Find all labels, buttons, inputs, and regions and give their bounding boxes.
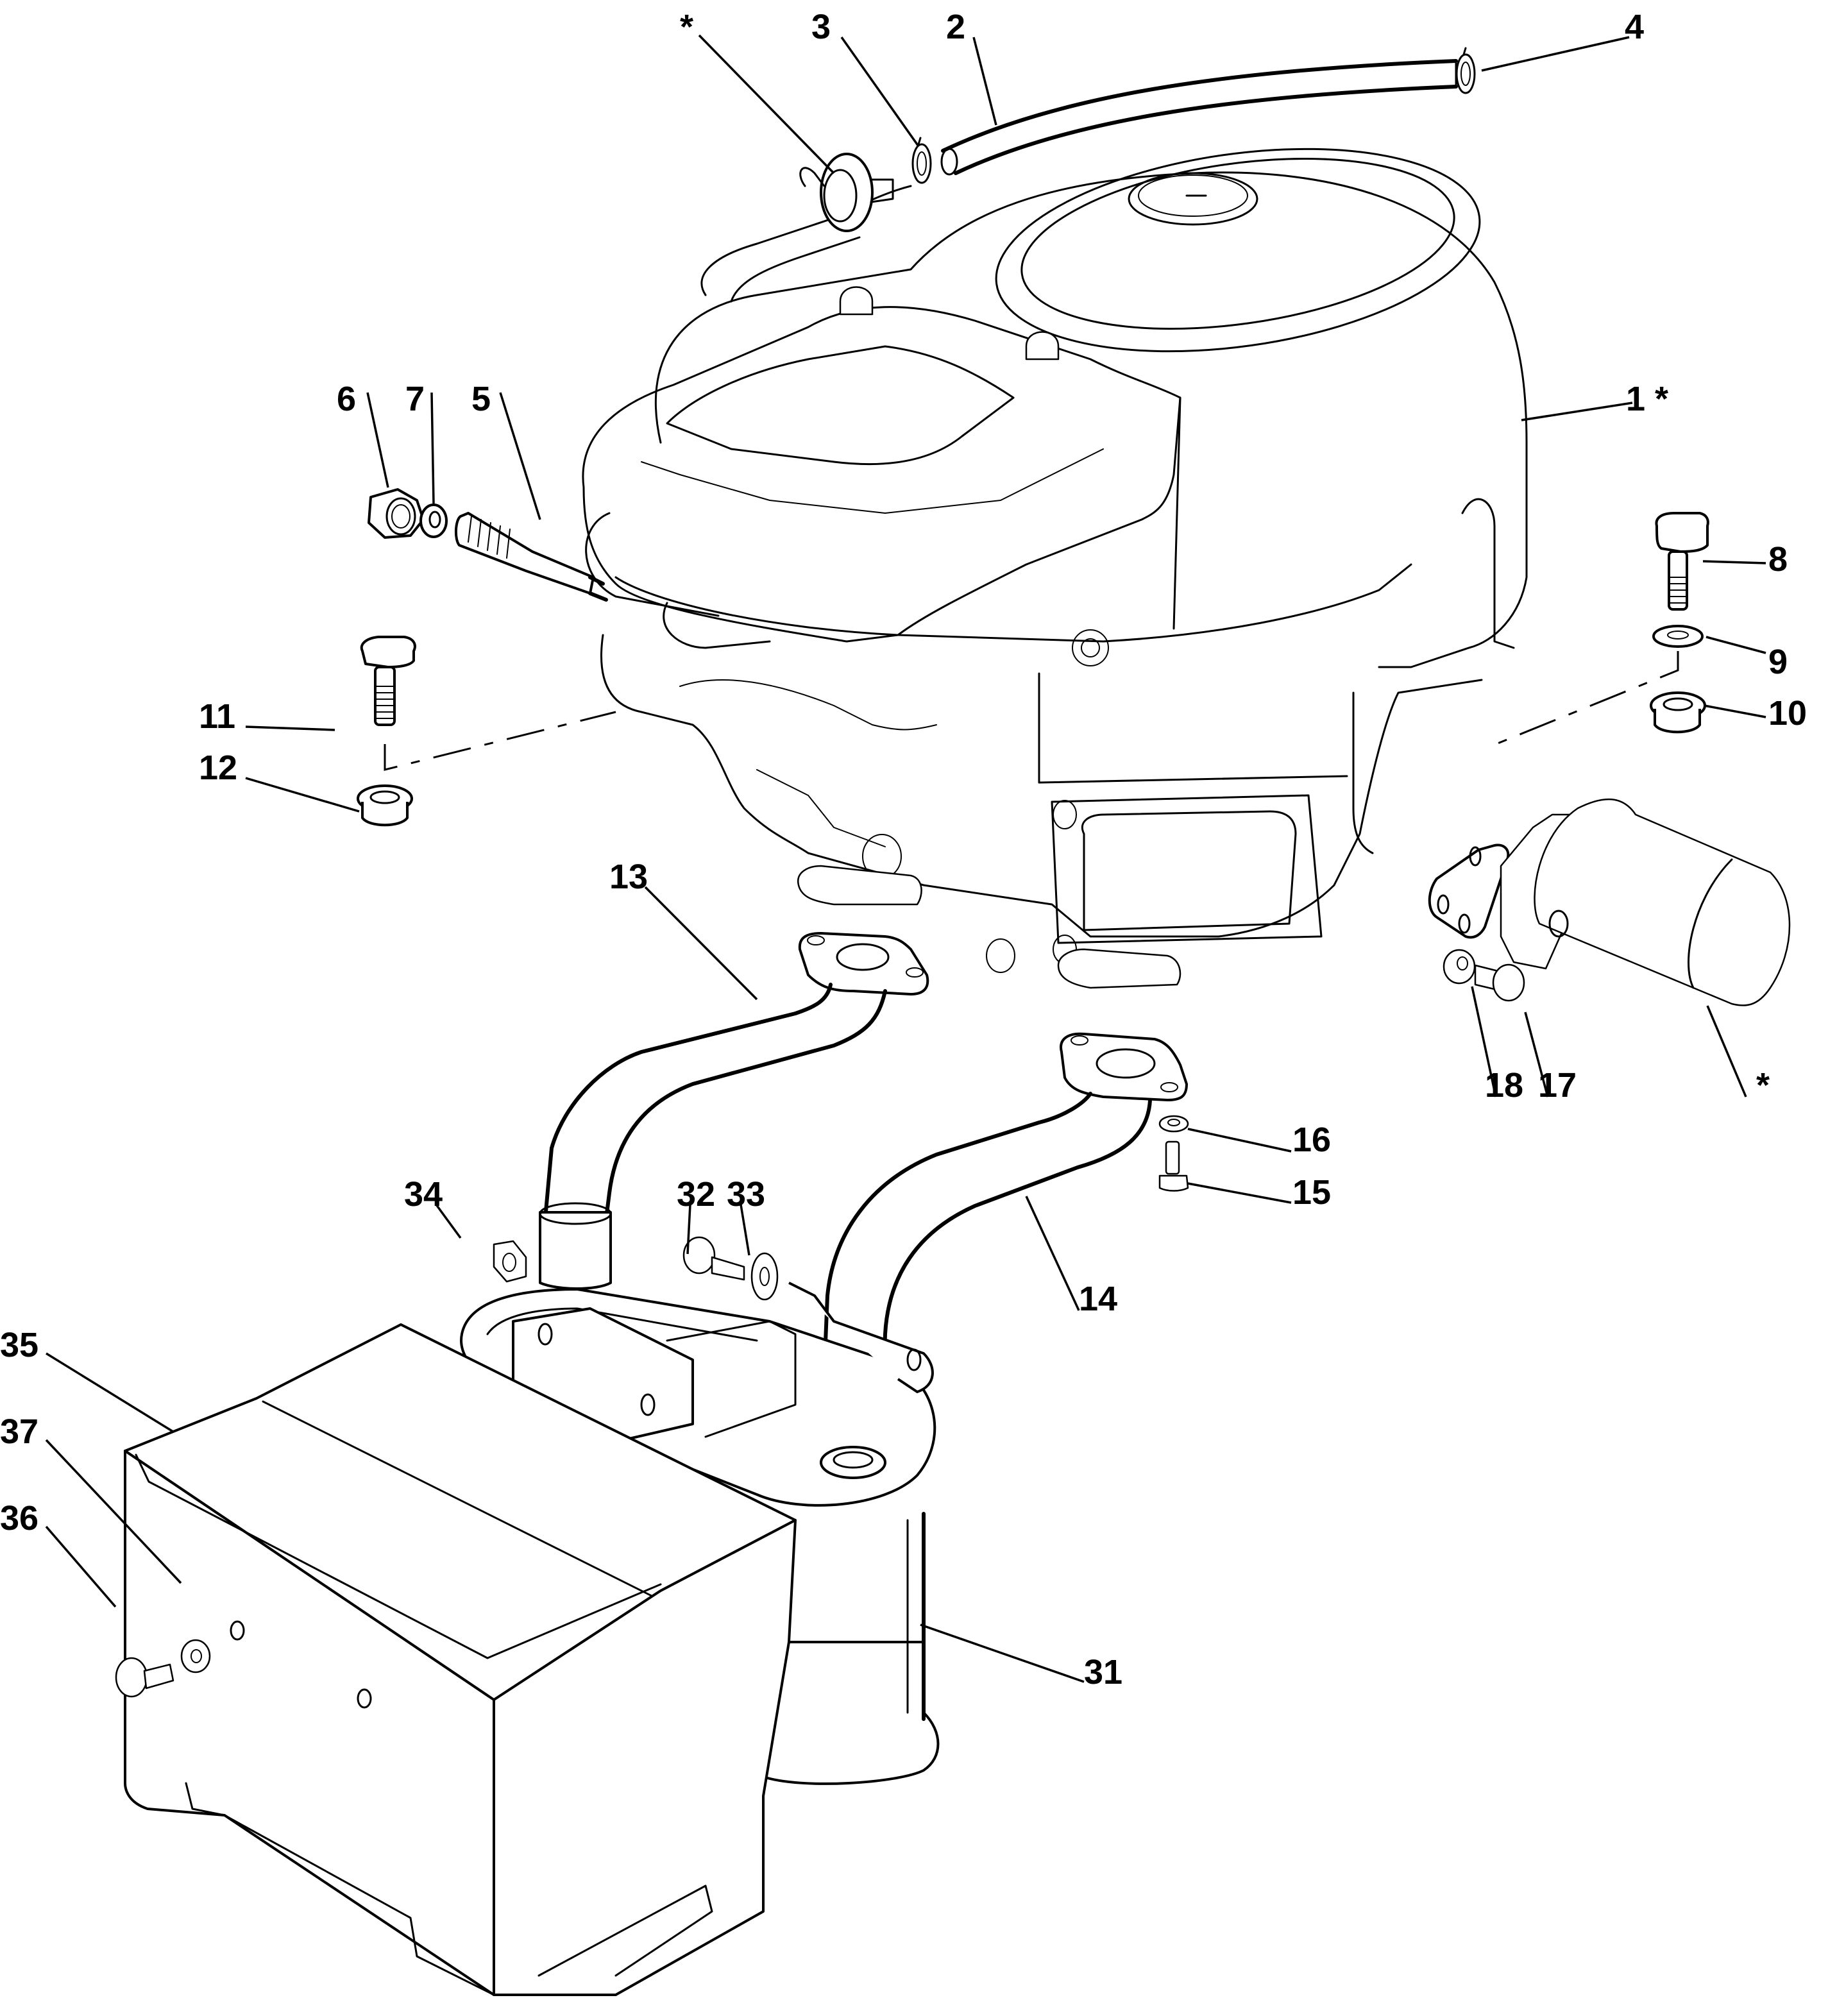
bolt-17	[1474, 963, 1525, 1002]
callout-13: 13	[609, 858, 648, 896]
callout-10: 10	[1768, 694, 1807, 733]
callout-32: 32	[677, 1175, 715, 1214]
bolt-15	[1158, 1140, 1189, 1192]
leader-18	[1471, 986, 1497, 1097]
leader-2	[972, 37, 997, 126]
leader-12	[245, 777, 360, 813]
callout-31: 31	[1084, 1653, 1122, 1691]
muffler-guard-35	[124, 1323, 797, 1996]
leader-13	[644, 886, 758, 1001]
callout-14: 14	[1079, 1280, 1117, 1318]
hose-clamp-4	[1455, 47, 1476, 94]
mount-line-right	[1487, 651, 1679, 749]
callouts: * 3 2 4 1 * 6 7 5 8 9 10 11 12 13 18 17 …	[0, 8, 1807, 1691]
mount-line-left	[384, 711, 616, 771]
leader-36	[45, 1525, 117, 1608]
fuel-filter	[799, 153, 894, 232]
leader-1	[1521, 402, 1633, 421]
muffler-31	[460, 1282, 940, 1785]
washer-18	[1443, 949, 1476, 985]
callout-37: 37	[0, 1412, 38, 1451]
washer-7	[419, 504, 448, 538]
leader-14	[1025, 1196, 1080, 1311]
callout-17: 17	[1538, 1066, 1577, 1105]
leader-10	[1704, 704, 1766, 718]
leader-4	[1481, 36, 1630, 72]
washer-16	[1158, 1115, 1189, 1133]
leader-15	[1187, 1182, 1292, 1204]
callout-7: 7	[405, 380, 425, 418]
leader-17	[1524, 1012, 1549, 1097]
engine-gasket-left	[797, 865, 922, 906]
callout-8: 8	[1768, 540, 1788, 579]
callout-4: 4	[1625, 8, 1644, 46]
leader-7	[430, 392, 435, 504]
leader-16	[1187, 1128, 1292, 1153]
leader-5	[499, 392, 541, 520]
engine	[582, 148, 1528, 989]
stud-5	[455, 512, 608, 602]
cage-nut-34	[493, 1240, 527, 1283]
leader-9	[1706, 636, 1766, 654]
washer-37	[180, 1639, 211, 1673]
leader-oil-filter	[1706, 1005, 1747, 1097]
callout-6: 6	[337, 380, 356, 418]
leader-35	[46, 1352, 174, 1433]
callout-9: 9	[1768, 643, 1788, 681]
leader-31	[920, 1623, 1085, 1683]
callout-2: 2	[946, 8, 965, 46]
callout-3: 3	[811, 8, 831, 46]
callout-11: 11	[199, 697, 235, 736]
oil-filter	[1500, 798, 1791, 1006]
callout-33: 33	[727, 1175, 765, 1214]
callout-16: 16	[1292, 1121, 1331, 1159]
callout-12: 12	[199, 749, 237, 787]
leader-34	[435, 1203, 462, 1239]
serrated-washer-9	[1652, 625, 1704, 648]
serrated-washer-33	[750, 1252, 779, 1301]
callout-fuel-filter: *	[680, 8, 693, 46]
callout-34: 34	[404, 1175, 443, 1214]
bolt-8	[1655, 512, 1709, 611]
callout-oil-filter: *	[1756, 1066, 1770, 1105]
nut-6	[368, 488, 425, 539]
callout-18: 18	[1485, 1066, 1523, 1105]
leader-6	[366, 392, 389, 488]
callout-5: 5	[471, 380, 491, 418]
leader-11	[245, 725, 335, 731]
leader-fuel-filter	[698, 34, 835, 174]
exhaust-pipe-13	[539, 932, 929, 1290]
leader-33	[740, 1204, 750, 1256]
callout-15: 15	[1292, 1173, 1331, 1212]
callout-35: 35	[0, 1326, 38, 1364]
nut-12	[357, 784, 413, 827]
leader-8	[1702, 560, 1766, 564]
oil-filter-bracket	[1428, 843, 1510, 939]
leader-37	[45, 1439, 182, 1584]
fuel-hose	[940, 59, 1458, 176]
hose-clamp-3	[911, 137, 932, 184]
engine-gasket-right	[1057, 948, 1181, 989]
leader-32	[686, 1204, 691, 1255]
bolt-11	[360, 636, 416, 726]
bolt-32	[682, 1236, 745, 1281]
leader-3	[840, 36, 920, 148]
flange-nut-10	[1650, 691, 1706, 734]
leader-lines	[45, 34, 1766, 1683]
callout-36: 36	[0, 1499, 38, 1537]
bolt-36	[115, 1657, 174, 1698]
callout-1: 1 *	[1626, 380, 1668, 418]
